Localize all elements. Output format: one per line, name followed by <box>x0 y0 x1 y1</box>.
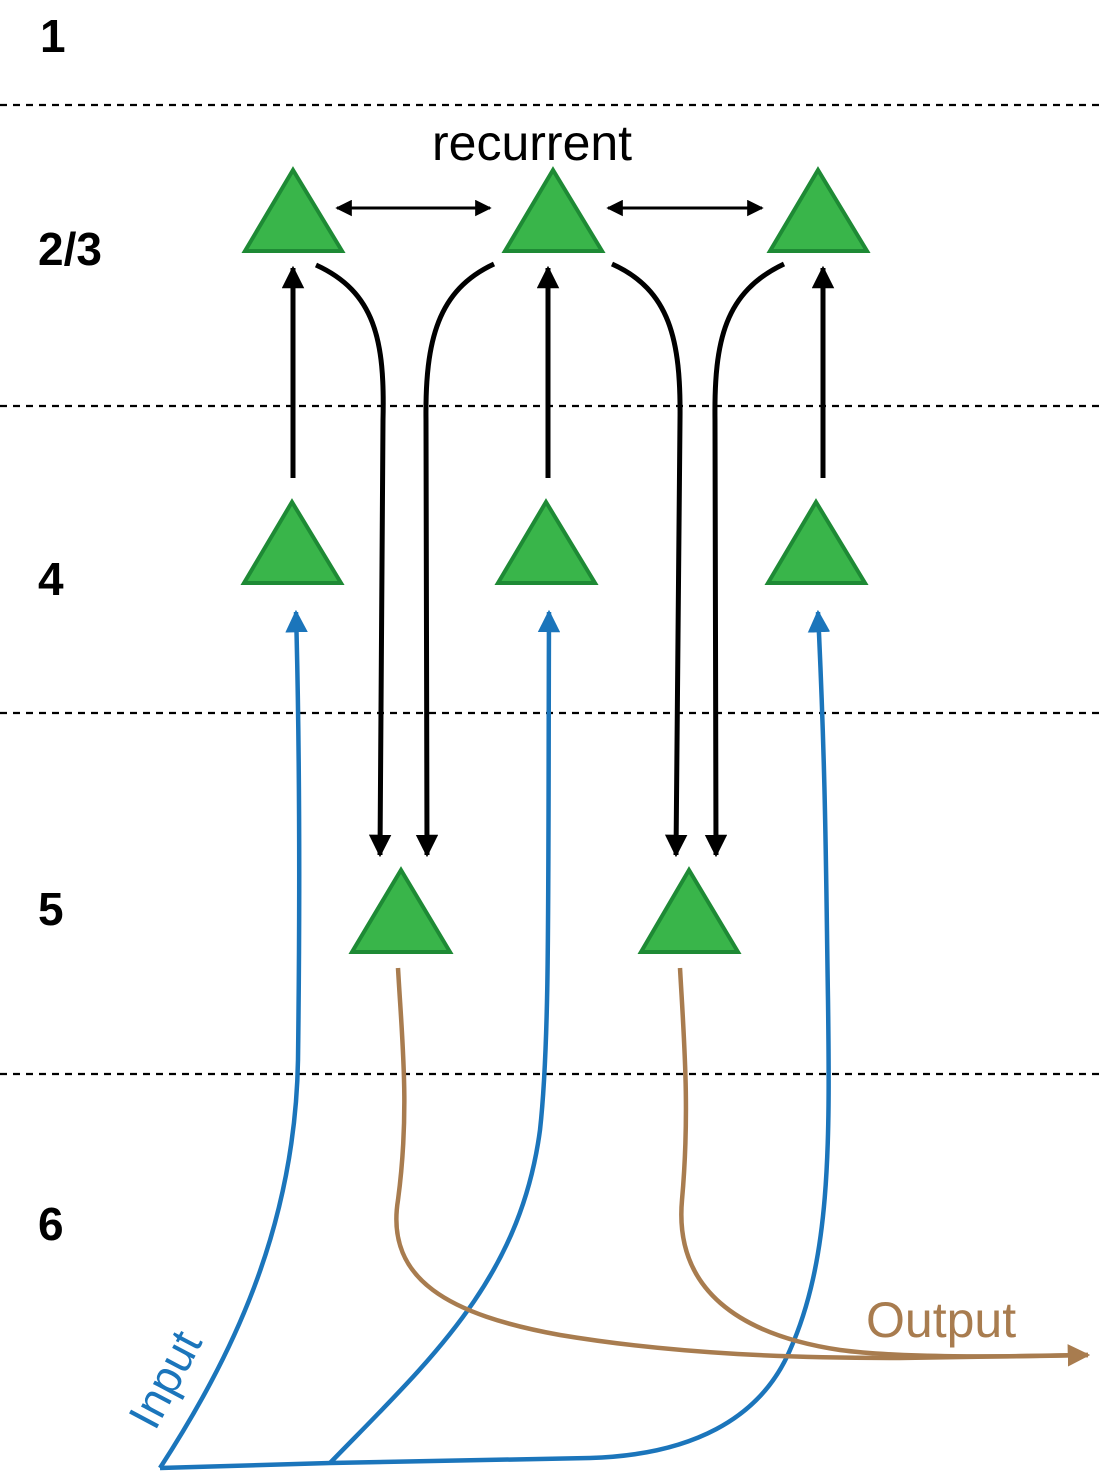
l23-l5-curve-3 <box>610 261 688 858</box>
input-baseline <box>159 609 831 1471</box>
l23-l5-curve-2 <box>415 261 496 858</box>
neuron-l23-middle <box>501 166 606 253</box>
input-pathways <box>158 609 831 1471</box>
neuron-l5-right <box>637 866 742 954</box>
neuron-l4-left <box>240 498 345 585</box>
layer-label-1: 1 <box>40 10 66 62</box>
l23-l5-curve-4 <box>704 261 786 858</box>
neurons <box>240 166 871 954</box>
l23-to-l5-connections <box>314 261 786 858</box>
output-path-right <box>677 967 1089 1359</box>
neuron-l4-middle <box>494 498 599 585</box>
layer-label-23: 2/3 <box>38 223 102 275</box>
input-label: Input <box>118 1322 212 1437</box>
neuron-l23-left <box>241 166 346 253</box>
neuron-l23-right <box>766 166 871 253</box>
layer-labels: 1 2/3 4 5 6 <box>38 10 102 1250</box>
output-label: Output <box>866 1292 1016 1348</box>
layer-label-4: 4 <box>38 553 64 605</box>
neuron-l5-left <box>348 866 454 954</box>
output-pathways <box>394 967 1091 1367</box>
layer-label-6: 6 <box>38 1198 64 1250</box>
neuron-l4-right <box>764 498 869 585</box>
input-branch-middle <box>328 609 561 1465</box>
recurrent-label: recurrent <box>432 115 632 171</box>
l4-to-l23-connections <box>281 265 835 478</box>
l23-l5-curve-1 <box>314 262 392 858</box>
output-path-left <box>394 967 1091 1367</box>
input-branch-left <box>158 609 308 1470</box>
layer-label-5: 5 <box>38 883 64 935</box>
